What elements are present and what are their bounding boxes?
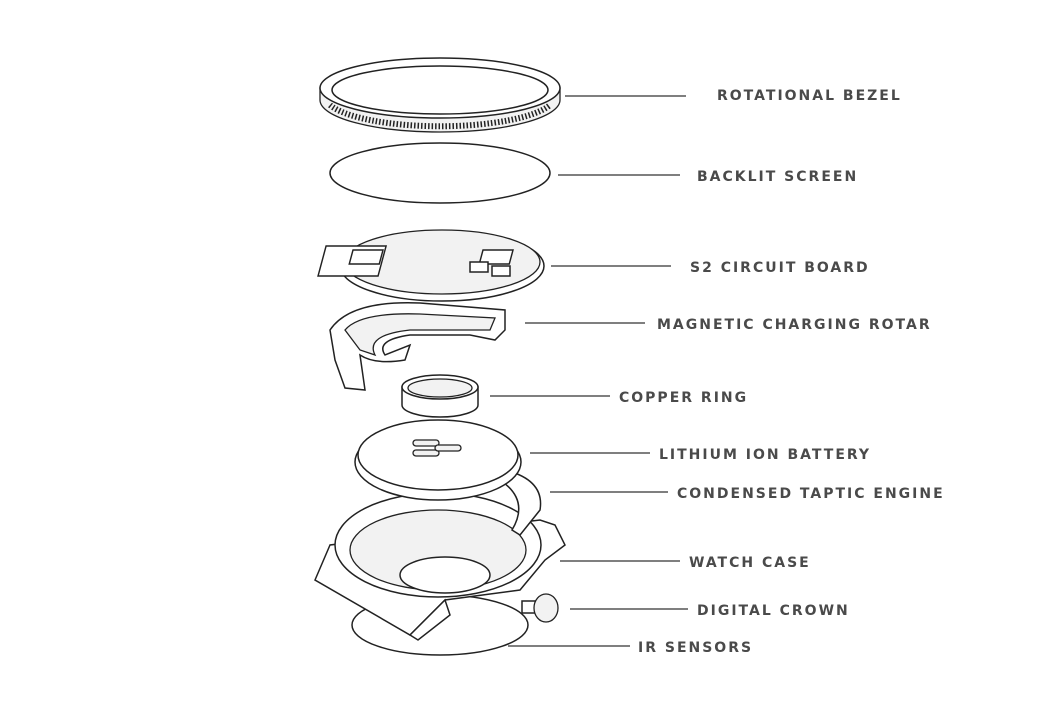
label-condensed-taptic-engine: CONDENSED TAPTIC ENGINE (677, 486, 945, 502)
label-s2-circuit-board: S2 CIRCUIT BOARD (690, 260, 870, 276)
label-ir-sensors: IR SENSORS (638, 640, 753, 656)
taptic-engine-part (499, 469, 542, 536)
copper-ring-part (401, 374, 479, 418)
circuit-board-part (317, 229, 545, 302)
label-lithium-ion-battery: LITHIUM ION BATTERY (659, 447, 871, 463)
watch-case-part (314, 492, 566, 641)
digital-crown-part (521, 593, 559, 623)
label-backlit-screen: BACKLIT SCREEN (697, 169, 858, 185)
backlit-screen-part (329, 142, 551, 204)
charging-rotar-part (329, 301, 506, 391)
label-digital-crown: DIGITAL CROWN (697, 603, 850, 619)
rotational-bezel-part (319, 57, 561, 133)
label-magnetic-charging-rotar: MAGNETIC CHARGING ROTAR (657, 317, 932, 333)
label-copper-ring: COPPER RING (619, 390, 748, 406)
label-watch-case: WATCH CASE (689, 555, 811, 571)
label-rotational-bezel: ROTATIONAL BEZEL (717, 88, 902, 104)
battery-part (354, 419, 522, 501)
